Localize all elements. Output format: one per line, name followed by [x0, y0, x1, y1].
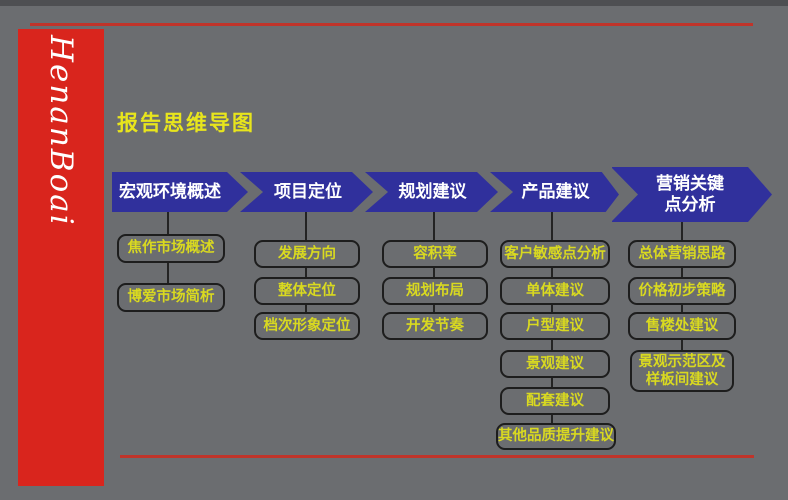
mindmap-header: 宏观环境概述	[119, 181, 221, 201]
mindmap-band-arrow-tip	[612, 167, 772, 222]
mindmap-box: 焦作市场概述	[117, 234, 225, 263]
top-red-rule	[30, 23, 753, 26]
mindmap-box: 总体营销思路	[628, 240, 736, 268]
bottom-red-rule	[120, 455, 754, 458]
mindmap-box: 其他品质提升建议	[496, 423, 616, 450]
mindmap-header: 规划建议	[398, 181, 467, 201]
brand-vertical-text: HenanBoai	[43, 35, 79, 227]
mindmap-header: 项目定位	[274, 181, 342, 201]
mindmap-box: 整体定位	[254, 277, 360, 305]
mindmap-box: 价格初步策略	[628, 277, 736, 305]
mindmap-box: 单体建议	[500, 277, 610, 305]
page-title: 报告思维导图	[117, 112, 255, 135]
mindmap-box: 客户敏感点分析	[500, 240, 610, 268]
mindmap-header: 营销关键点分析	[656, 174, 724, 214]
mindmap-box: 开发节奏	[382, 312, 488, 340]
mindmap-box: 户型建议	[500, 312, 610, 340]
brand-sidebar: HenanBoai	[18, 29, 104, 486]
mindmap-box: 容积率	[382, 240, 488, 268]
mindmap-box: 售楼处建议	[628, 312, 736, 340]
mindmap-box: 发展方向	[254, 240, 360, 268]
mindmap-box: 规划布局	[382, 277, 488, 305]
mindmap-box: 档次形象定位	[254, 312, 360, 340]
mindmap-box: 景观示范区及样板间建议	[630, 350, 734, 392]
mindmap-box: 配套建议	[500, 387, 610, 415]
mindmap-box: 博爱市场简析	[117, 283, 225, 312]
mindmap-header: 产品建议	[521, 181, 590, 201]
mindmap-box: 景观建议	[500, 350, 610, 378]
top-accent-strip	[0, 0, 788, 6]
